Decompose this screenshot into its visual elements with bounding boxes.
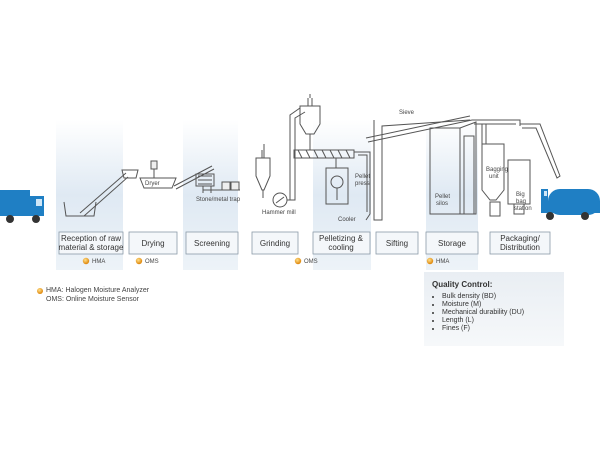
sensor-dot-icon	[426, 257, 434, 265]
sensor-tag: OMS	[304, 259, 318, 265]
stage-label-packaging-1: Packaging/	[500, 234, 540, 243]
grinding-cyclone	[255, 157, 271, 191]
stage-box-grinding	[251, 231, 299, 255]
sieve-conveyor	[365, 115, 473, 143]
pellet-press	[325, 167, 349, 205]
legend-oms: OMS: Online Moisture Sensor	[46, 296, 139, 303]
stage-label-pelletizing-1: Pelletizing &	[319, 234, 364, 243]
stage-label-drying: Drying	[141, 239, 164, 248]
top-cyclone	[299, 105, 321, 135]
sensor-dot-icon	[294, 257, 302, 265]
stage-label-screening: Screening	[194, 239, 230, 248]
quality-control-item: Mechanical durability (DU)	[442, 309, 564, 317]
quality-control-item: Fines (F)	[442, 325, 564, 333]
legend-hma: HMA: Halogen Moisture Analyzer	[46, 287, 150, 294]
stage-box-reception	[58, 231, 124, 255]
sensor-tag: HMA	[92, 259, 105, 265]
big-bag-label: Big	[516, 192, 525, 198]
quality-control-item: Moisture (M)	[442, 301, 564, 309]
equipment-labels: Dryer Stone/metal trap Hammer mill Pelle…	[145, 110, 532, 223]
incoming-truck-icon	[0, 190, 44, 223]
stage-box-storage	[425, 231, 479, 255]
pellet-press-label: press	[355, 181, 370, 187]
bagging-unit-label: unit	[489, 174, 499, 180]
stage-label-boxes	[58, 231, 551, 255]
quality-control-item: Bulk density (BD)	[442, 293, 564, 301]
cooler-label: Cooler	[338, 217, 356, 223]
hammer-mill-label: Hammer mill	[262, 210, 296, 216]
equipment-drawing	[63, 94, 561, 221]
quality-control-list: Bulk density (BD) Moisture (M) Mechanica…	[424, 293, 564, 333]
sensor-tag: HMA	[436, 259, 449, 265]
sieve-column	[373, 119, 471, 221]
stone-trap-label: Stone/metal trap	[196, 197, 241, 203]
stage-label-pelletizing-2: cooling	[328, 243, 353, 252]
sensor-dot-icon	[82, 257, 90, 265]
stage-box-screening	[185, 231, 239, 255]
big-bag-label: station	[514, 206, 532, 212]
dryer-label: Dryer	[145, 181, 160, 187]
sieve-label: Sieve	[399, 110, 415, 116]
screen-box	[195, 173, 215, 187]
stage-label-grinding: Grinding	[260, 239, 290, 248]
inclined-conveyor	[79, 172, 129, 217]
sensor-dot-icon	[135, 257, 143, 265]
pellet-silos-label: Pellet	[435, 194, 450, 200]
screw-conveyor	[293, 149, 355, 159]
pellet-silo-1	[429, 127, 461, 215]
stage-labels: Reception of raw material & storage Dryi…	[59, 234, 541, 252]
stage-box-sifting	[375, 231, 419, 255]
stage-box-pelletizing	[312, 231, 371, 255]
stage-label-packaging-2: Distribution	[500, 243, 540, 252]
dryer	[139, 177, 177, 189]
stage-label-storage: Storage	[438, 239, 467, 248]
big-bag-label: bag	[516, 199, 526, 205]
quality-control-panel: Quality Control: Bulk density (BD) Moist…	[424, 272, 564, 346]
stage-label-sifting: Sifting	[386, 239, 408, 248]
stage-box-packaging	[489, 231, 551, 255]
pellet-silos-label: silos	[436, 201, 448, 207]
outgoing-tanker-truck-icon	[541, 189, 600, 220]
quality-control-item: Length (L)	[442, 317, 564, 325]
bagging-unit-label: Bagging	[486, 167, 508, 173]
reception-hopper	[63, 201, 97, 217]
quality-control-title: Quality Control:	[432, 280, 493, 289]
stage-label-reception-2: material & storage	[59, 243, 124, 252]
sensor-markers: HMA OMS OMS HMA	[82, 257, 449, 265]
pellet-press-label: Pellet	[355, 174, 370, 180]
stage-box-drying	[128, 231, 178, 255]
legend-hma-dot-icon	[37, 288, 43, 294]
legend: HMA: Halogen Moisture Analyzer OMS: Onli…	[46, 286, 149, 304]
stage-label-reception-1: Reception of raw	[61, 234, 121, 243]
sensor-tag: OMS	[145, 259, 159, 265]
big-bag-station	[507, 159, 531, 205]
bagging-unit	[481, 143, 505, 201]
